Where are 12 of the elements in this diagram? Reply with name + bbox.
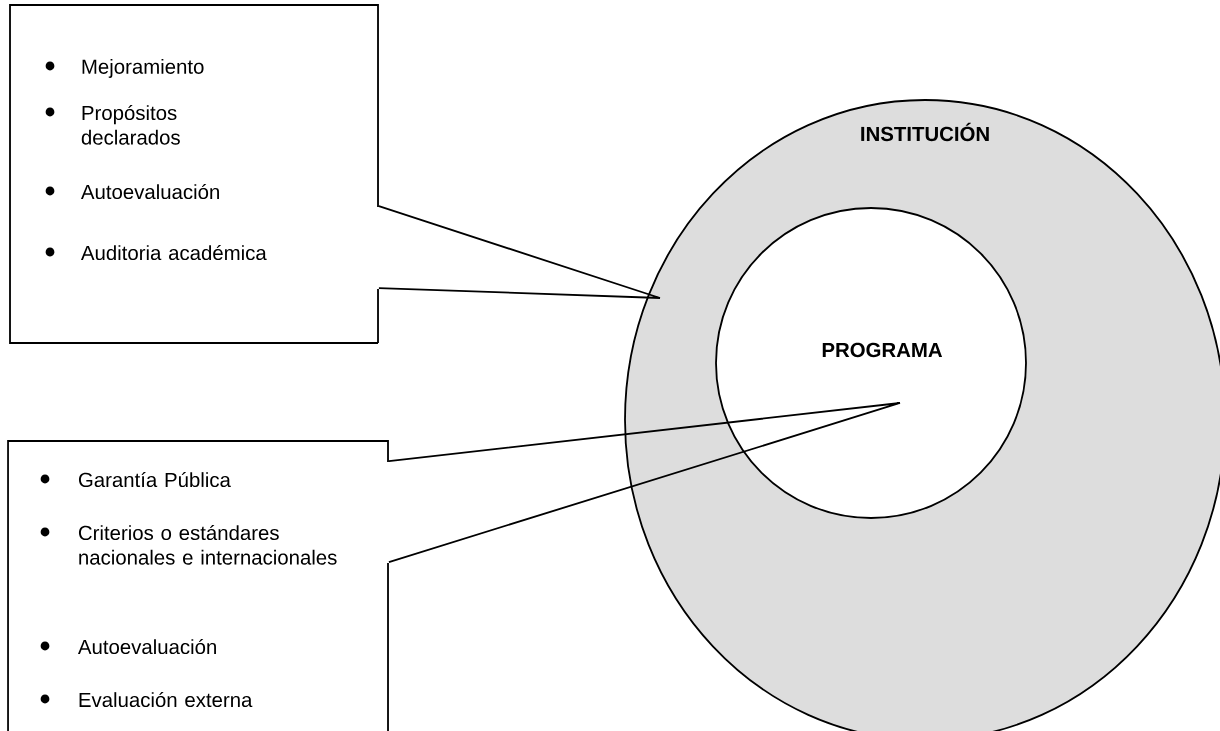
bullet-item: Auditoria académica — [45, 244, 267, 261]
callout-pointer — [388, 402, 901, 563]
bullet-item: Criterios o estándares nacionales e internacionales — [40, 524, 337, 565]
bullet-item: Autoevaluación — [40, 638, 216, 655]
callout-pointer — [378, 205, 661, 299]
bullet-item: Evaluación externa — [40, 691, 253, 708]
bullet-item: Propósitos declarados — [45, 104, 180, 145]
callout-box — [9, 4, 379, 344]
bullet-item: Mejoramiento — [45, 58, 204, 78]
bullet-item: Autoevaluación — [45, 183, 219, 200]
bullet-item: Garantía Pública — [40, 471, 231, 488]
callout-box — [7, 440, 389, 731]
